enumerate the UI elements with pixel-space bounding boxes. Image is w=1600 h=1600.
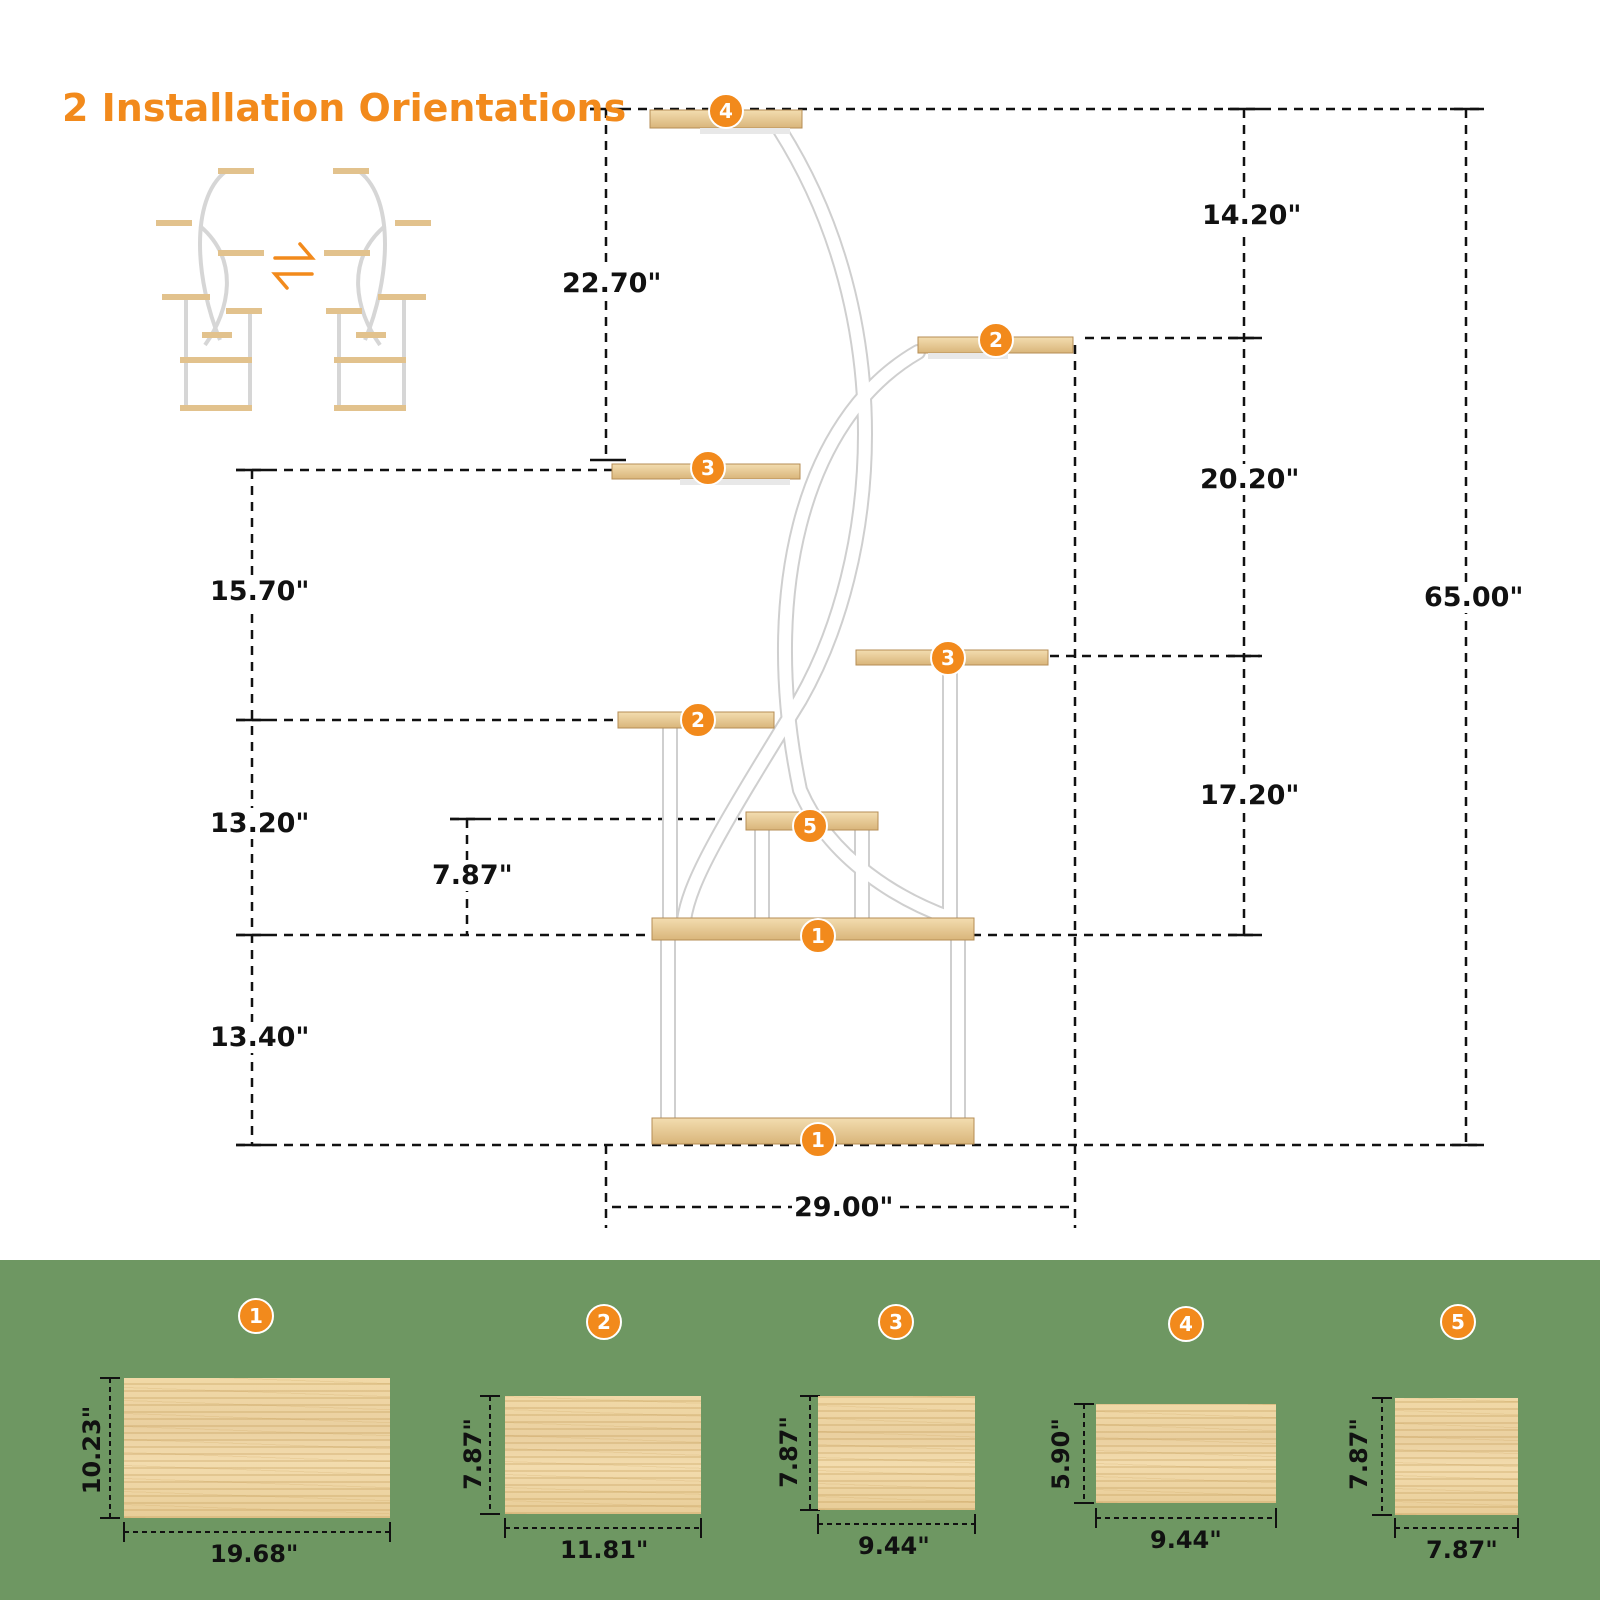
dim-left-lower: 13.40" bbox=[208, 1022, 312, 1053]
board-badge-2: 2 bbox=[586, 1304, 622, 1340]
board-2-width: 11.81" bbox=[560, 1536, 649, 1564]
dim-left-upper: 15.70" bbox=[208, 576, 312, 607]
frame bbox=[660, 122, 966, 1133]
orientation-thumbnail-right bbox=[324, 168, 431, 411]
board-badge-5: 5 bbox=[1440, 1304, 1476, 1340]
dimension-diagram: 2 Installation Orientations 22.70" 15.70… bbox=[62, 86, 1526, 1228]
board-2-depth: 7.87" bbox=[459, 1418, 487, 1490]
shelf-2-right-bracket bbox=[928, 353, 1008, 359]
shelf-badge-2-right: 2 bbox=[978, 322, 1014, 358]
dim-right-middle: 20.20" bbox=[1198, 464, 1302, 495]
shelf-badge-4: 4 bbox=[708, 93, 744, 129]
board-5-depth: 7.87" bbox=[1345, 1418, 1373, 1490]
shelf-3-left-bracket bbox=[680, 479, 790, 485]
shelf-4-bracket bbox=[700, 128, 790, 134]
board-2 bbox=[505, 1396, 701, 1514]
dim-left-top: 22.70" bbox=[560, 268, 664, 299]
shelf-badge-2-left: 2 bbox=[680, 702, 716, 738]
board-3-width: 9.44" bbox=[858, 1532, 930, 1560]
dim-width: 29.00" bbox=[792, 1192, 896, 1223]
board-1-depth: 10.23" bbox=[78, 1405, 106, 1495]
board-5 bbox=[1395, 1398, 1518, 1515]
board-sizes-panel: 1 10.23" 19.68" 2 bbox=[0, 1260, 1600, 1600]
dim-left-middle: 13.20" bbox=[208, 808, 312, 839]
shelf-badge-3-left: 3 bbox=[690, 450, 726, 486]
board-1 bbox=[124, 1378, 390, 1518]
swap-arrows-icon bbox=[271, 242, 316, 290]
board-4 bbox=[1096, 1404, 1276, 1503]
dim-left-small: 7.87" bbox=[430, 860, 515, 891]
dim-right-top: 14.20" bbox=[1200, 200, 1304, 231]
page-title: 2 Installation Orientations bbox=[62, 86, 627, 130]
board-3-depth: 7.87" bbox=[775, 1416, 803, 1488]
shelf-badge-3-right: 3 bbox=[930, 640, 966, 676]
dim-right-lower: 17.20" bbox=[1198, 780, 1302, 811]
shelf-badge-1-upper: 1 bbox=[800, 918, 836, 954]
plant-stand-drawing bbox=[156, 107, 1484, 1228]
board-badge-1: 1 bbox=[238, 1298, 274, 1334]
board-4-width: 9.44" bbox=[1150, 1526, 1222, 1554]
board-5-width: 7.87" bbox=[1426, 1536, 1498, 1564]
orientation-thumbnail-left bbox=[156, 168, 264, 411]
shelf-badge-1-lower: 1 bbox=[800, 1122, 836, 1158]
board-1-width: 19.68" bbox=[210, 1540, 299, 1568]
dimension-ticks bbox=[236, 107, 1484, 1147]
board-3 bbox=[818, 1396, 975, 1510]
board-badge-3: 3 bbox=[878, 1304, 914, 1340]
dim-total-height: 65.00" bbox=[1422, 582, 1526, 613]
board-4-depth: 5.90" bbox=[1047, 1418, 1075, 1490]
board-badge-4: 4 bbox=[1168, 1306, 1204, 1342]
board-dimension-lines bbox=[100, 1377, 1519, 1542]
shelf-badge-5: 5 bbox=[792, 808, 828, 844]
dimension-lines bbox=[236, 107, 1480, 1228]
